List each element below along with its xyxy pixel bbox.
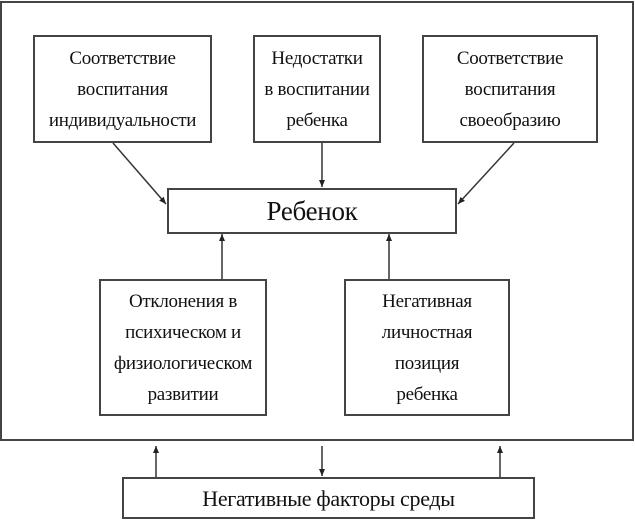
arrow-top-left xyxy=(112,142,167,205)
box-upbringing-shortcomings: Недостатки в воспитании ребенка xyxy=(253,35,381,143)
arrow-top-right xyxy=(457,142,515,205)
box-development-deviations: Отклонения в психическом и физиологическ… xyxy=(99,279,267,416)
outer-frame xyxy=(0,1,634,441)
box-individuality: Соответствие воспитания индивидуальности xyxy=(33,35,212,143)
box-uniqueness: Соответствие воспитания своеобразию xyxy=(422,35,598,143)
box-negative-position: Негативная личностная позиция ребенка xyxy=(344,279,510,416)
box-child: Ребенок xyxy=(167,188,457,234)
box-environment-factors: Негативные факторы среды xyxy=(122,477,535,519)
